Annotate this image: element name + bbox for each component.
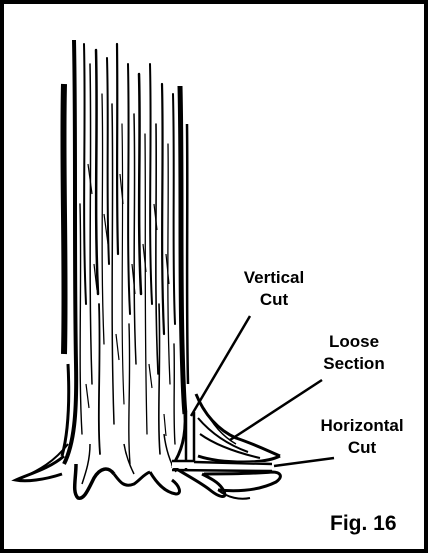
loose-section-label-line2: Section	[304, 353, 404, 375]
horizontal-cut-label-line2: Cut	[304, 437, 420, 459]
tree-trunk	[62, 40, 188, 464]
horizontal-cut-leader	[274, 458, 334, 466]
vertical-cut-label-line2: Cut	[226, 289, 322, 311]
figure-caption: Fig. 16	[330, 511, 397, 537]
vertical-cut-label-line1: Vertical	[226, 267, 322, 289]
loose-section-shape	[196, 394, 280, 499]
loose-section-label-line1: Loose	[304, 331, 404, 353]
tree-illustration	[4, 4, 424, 549]
vertical-cut-label: Vertical Cut	[226, 267, 322, 311]
vertical-cut-leader	[191, 316, 250, 416]
horizontal-cut-label: Horizontal Cut	[304, 415, 420, 459]
horizontal-cut-label-line1: Horizontal	[304, 415, 420, 437]
horizontal-cut-mark	[172, 461, 272, 471]
loose-section-label: Loose Section	[304, 331, 404, 375]
